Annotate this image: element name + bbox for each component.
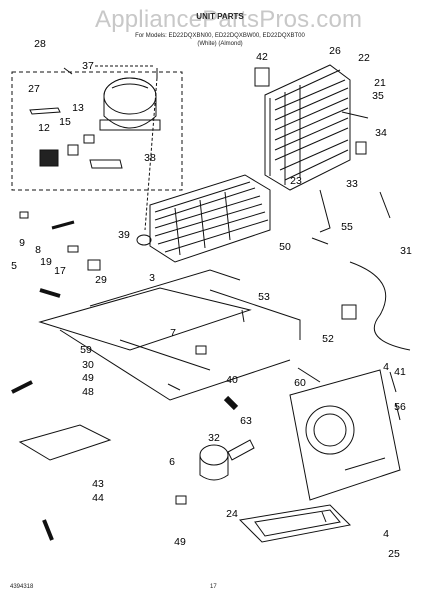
callout-31: 31 <box>400 245 412 257</box>
callout-15: 15 <box>59 116 71 128</box>
leader-28 <box>63 67 73 75</box>
part-49a <box>167 383 181 391</box>
watermark: AppliancePartsPros.com <box>95 6 363 33</box>
part-13 <box>83 134 95 144</box>
part-7 <box>195 345 207 355</box>
callout-42: 42 <box>256 51 268 63</box>
base-frame <box>38 269 301 401</box>
leader-evap <box>144 77 158 231</box>
color-line: (White) (Almond) <box>197 41 243 47</box>
part-59 <box>11 380 33 394</box>
part-9 <box>19 211 29 219</box>
relay <box>39 149 59 167</box>
callout-24: 24 <box>226 508 238 520</box>
callout-6: 6 <box>169 456 175 468</box>
callout-23: 23 <box>290 175 302 187</box>
part-39 <box>136 234 152 246</box>
callout-12: 12 <box>38 122 50 134</box>
callout-22: 22 <box>358 52 370 64</box>
callout-53: 53 <box>258 291 270 303</box>
drain-pan-inner <box>254 509 341 537</box>
part-42 <box>254 67 270 87</box>
callout-9: 9 <box>19 237 25 249</box>
callout-28: 28 <box>34 38 46 50</box>
page-number: 17 <box>210 584 217 590</box>
part-23 <box>319 189 331 233</box>
callout-19: 19 <box>40 256 52 268</box>
part-44 <box>42 519 54 541</box>
callout-43: 43 <box>92 478 104 490</box>
harness-connector <box>341 304 357 320</box>
evaporator <box>149 174 271 263</box>
callout-59: 59 <box>80 344 92 356</box>
callout-21: 21 <box>374 77 386 89</box>
callout-5: 5 <box>11 260 17 272</box>
callout-49a: 49 <box>82 372 94 384</box>
callout-29: 29 <box>95 274 107 286</box>
callout-52: 52 <box>322 333 334 345</box>
part-53 <box>241 309 245 323</box>
part-56 <box>395 403 401 421</box>
callout-34: 34 <box>375 127 387 139</box>
callout-30: 30 <box>82 359 94 371</box>
pad <box>18 424 112 461</box>
part-38 <box>89 159 123 169</box>
callout-26: 26 <box>329 45 341 57</box>
callout-17: 17 <box>54 265 66 277</box>
part-19 <box>67 245 79 253</box>
part-52 <box>297 367 321 383</box>
callout-44: 44 <box>92 492 104 504</box>
model-line: For Models: ED22DQXBN00, ED22DQXBW00, ED… <box>135 33 305 39</box>
part-49b <box>175 495 187 505</box>
part-63 <box>223 395 239 411</box>
callout-63: 63 <box>240 415 252 427</box>
callout-40: 40 <box>226 374 238 386</box>
part-8 <box>51 220 75 230</box>
part-35 <box>341 111 369 119</box>
part-4a <box>389 371 397 393</box>
callout-50: 50 <box>279 241 291 253</box>
callout-39: 39 <box>118 229 130 241</box>
part-33 <box>379 191 391 219</box>
callout-3: 3 <box>149 272 155 284</box>
callout-32: 32 <box>208 432 220 444</box>
callout-33: 33 <box>346 178 358 190</box>
callout-37: 37 <box>82 60 94 72</box>
callout-7: 7 <box>170 327 176 339</box>
part-17 <box>87 259 101 271</box>
document-number: 4394318 <box>10 584 34 590</box>
callout-25: 25 <box>388 548 400 560</box>
callout-55: 55 <box>341 221 353 233</box>
callout-4a: 4 <box>383 361 389 373</box>
part-4b <box>321 511 327 523</box>
callout-49b: 49 <box>174 536 186 548</box>
callout-48: 48 <box>82 386 94 398</box>
compressor-group-box <box>11 71 183 191</box>
part-27 <box>29 107 61 115</box>
condenser <box>264 64 351 191</box>
machine-compartment-plate <box>289 369 401 501</box>
callout-4b: 4 <box>383 528 389 540</box>
fan-motor <box>199 439 255 481</box>
part-50 <box>311 237 329 245</box>
callout-38: 38 <box>144 152 156 164</box>
wiring-harness <box>349 261 411 351</box>
diagram-title: UNIT PARTS <box>196 12 244 21</box>
callout-8: 8 <box>35 244 41 256</box>
part-5 <box>39 288 61 298</box>
callout-27: 27 <box>28 83 40 95</box>
callout-13: 13 <box>72 102 84 114</box>
callout-60: 60 <box>294 377 306 389</box>
part-15 <box>67 144 79 156</box>
callout-35: 35 <box>372 90 384 102</box>
callout-41: 41 <box>394 366 406 378</box>
callout-56: 56 <box>394 401 406 413</box>
compressor <box>99 68 161 131</box>
part-34 <box>355 141 367 155</box>
